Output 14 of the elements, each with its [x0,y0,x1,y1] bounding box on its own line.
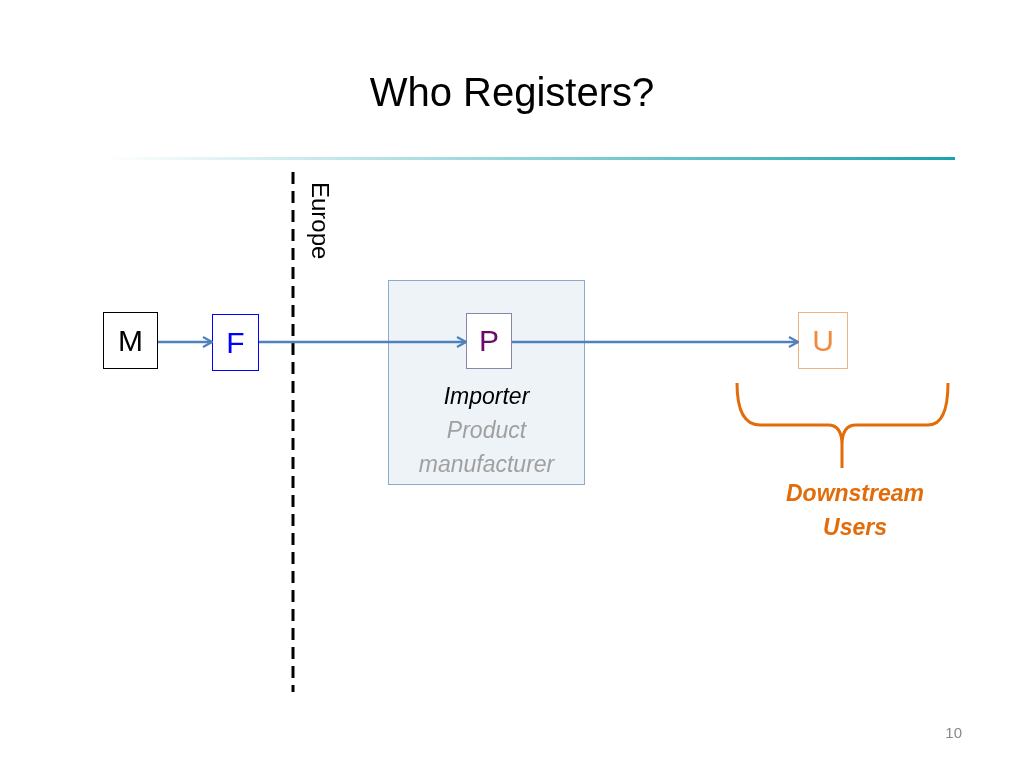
panel [388,280,585,485]
entity-box: F [212,314,259,371]
group-label: Downstream Users [784,479,925,542]
entity-box: U [798,312,848,369]
region-label: Europe [306,182,334,260]
entity-box: P [466,313,512,369]
entity-box: M [103,312,158,369]
role-note: Product manufacturer [417,416,556,479]
arrow [158,335,214,349]
role-label: Importer [442,382,531,411]
page-number: 10 [944,724,962,741]
slide-title: Who Registers? [368,70,656,115]
arrow [259,335,468,349]
arrow [512,335,800,349]
